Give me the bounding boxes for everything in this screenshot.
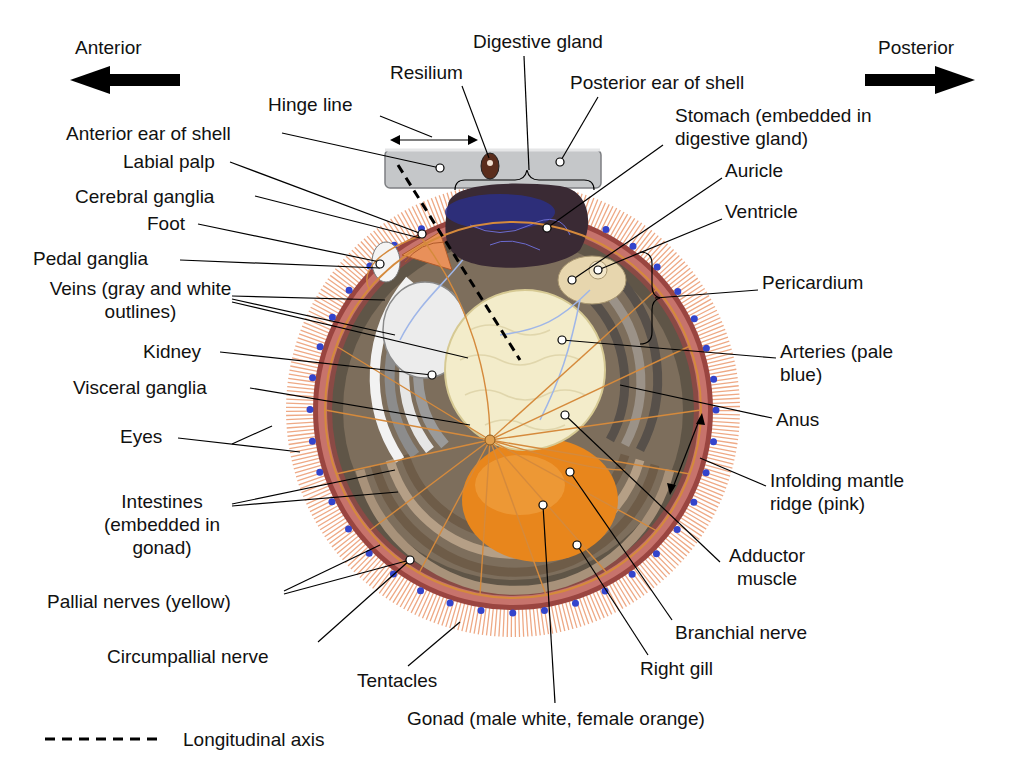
part-label: Pericardium (762, 271, 863, 294)
part-label: Gonad (male white, female orange) (407, 707, 705, 730)
part-label: Circumpallial nerve (107, 645, 269, 668)
legend-dash-sample (45, 738, 160, 741)
part-label: Kidney (143, 340, 201, 363)
direction-label: Posterior (878, 36, 954, 59)
legend-text: Longitudinal axis (183, 728, 325, 751)
part-label: Foot (147, 212, 185, 235)
part-label: Ventricle (725, 200, 798, 223)
part-label: Cerebral ganglia (75, 185, 214, 208)
part-label: Adductor muscle (712, 544, 822, 590)
part-label: Arteries (pale blue) (780, 340, 920, 386)
part-label: Pallial nerves (yellow) (47, 590, 231, 613)
part-label: Branchial nerve (675, 621, 807, 644)
part-label: Infolding mantle ridge (pink) (770, 469, 935, 515)
part-label: Digestive gland (473, 30, 603, 53)
direction-label: Anterior (75, 36, 142, 59)
part-label: Veins (gray and white outlines) (48, 277, 233, 323)
part-label: Right gill (640, 657, 713, 680)
part-label: Resilium (390, 61, 463, 84)
part-label: Pedal ganglia (33, 247, 148, 270)
part-label: Posterior ear of shell (570, 71, 744, 94)
part-label: Labial palp (123, 150, 215, 173)
part-label: Stomach (embedded in digestive gland) (675, 104, 875, 150)
part-label: Tentacles (357, 669, 437, 692)
part-label: Hinge line (268, 93, 353, 116)
part-label: Visceral ganglia (73, 376, 207, 399)
part-label: Anterior ear of shell (66, 122, 231, 145)
part-label: Anus (776, 408, 819, 431)
part-label: Eyes (120, 425, 162, 448)
part-label: Auricle (725, 159, 783, 182)
part-label: Intestines (embedded in gonad) (92, 490, 232, 559)
